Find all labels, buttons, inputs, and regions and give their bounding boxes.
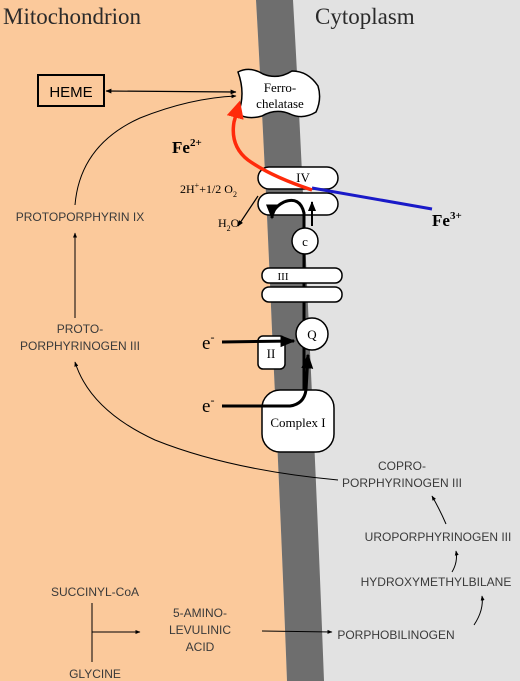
complex-iii-bottom: [261, 286, 343, 303]
succinyl-coa-label: SUCCINYL-CoA: [51, 585, 139, 599]
copro-to-protoporphyrinogen-arrow: [74, 361, 339, 481]
hmb-to-uro-arrow: [451, 550, 459, 573]
protoporphyrin-to-ferrochelatase-arrow: [74, 94, 237, 206]
porphobilinogen-to-hmb-arrow: [473, 595, 485, 626]
protoporphyrin-ix-label: PROTOPORPHYRIN IX: [16, 210, 144, 224]
complex-i-label: Complex I: [270, 415, 325, 430]
protoporphyrinogen-label-1: PROTO-: [57, 322, 103, 336]
coproporphyrinogen-label-1: COPRO-: [378, 459, 426, 473]
fe3-label: Fe3+: [432, 210, 462, 230]
ubiquinone-label: Q: [307, 327, 317, 342]
heme-ferrochelatase-arrow: [105, 88, 237, 95]
fe2-label: Fe2+: [172, 137, 202, 157]
heme-label: HEME: [49, 84, 92, 101]
water-label: H2O: [218, 216, 240, 233]
ferrochelatase-label-1: Ferro-: [264, 80, 297, 95]
mitochondrion-region: [0, 0, 287, 681]
complex-iii-label: III: [278, 271, 289, 283]
fe2-transport-arrow: [226, 100, 313, 192]
porphobilinogen-label: PORPHOBILINOGEN: [337, 628, 454, 642]
coproporphyrinogen-label-2: PORPHYRINOGEN III: [342, 476, 462, 490]
protoporphyrinogen-label-2: PORPHYRINOGEN III: [20, 339, 140, 353]
ubiquinone-circle: [295, 317, 329, 351]
uroporphyrinogen-label: UROPORPHYRINOGEN III: [365, 530, 512, 544]
ala-label-2: LEVULINIC: [169, 623, 231, 637]
fe3-reduction-line: [311, 186, 433, 211]
complex-iv-top: [257, 166, 339, 190]
complex-ii-label: II: [267, 346, 276, 361]
cytochrome-to-complex-iv-arrow: [266, 198, 306, 228]
cytochrome-c-label: c: [302, 234, 308, 249]
ferrochelatase-label-2: chelatase: [256, 96, 304, 111]
ala-label-1: 5-AMINO-: [173, 606, 227, 620]
oxygen-label: 2H++1/2 O2: [180, 181, 237, 199]
heme-box: [37, 74, 105, 107]
electron-label-top: e-: [202, 330, 214, 354]
complex-iv-label: IV: [296, 170, 310, 185]
electron-arrow-top: [221, 335, 296, 348]
electron-label-bottom: e-: [202, 393, 214, 417]
complex-iii-top: [261, 267, 343, 284]
complex-ii-box: [257, 335, 286, 370]
electron-arrow-bottom: [222, 353, 314, 408]
oxygen-to-water-arrow: [237, 195, 259, 227]
mitochondrion-title: Mitochondrion: [3, 4, 141, 29]
cytoplasm-title: Cytoplasm: [315, 4, 415, 29]
ala-to-porphobilinogen-arrow: [261, 629, 333, 634]
glycine-label: GLYCINE: [69, 667, 121, 681]
ala-label-3: ACID: [186, 640, 215, 654]
uro-to-copro-arrow: [431, 495, 447, 525]
hydroxymethylbilane-label: HYDROXYMETHYLBILANE: [361, 575, 512, 589]
ferrochelatase-shape: [237, 68, 321, 119]
